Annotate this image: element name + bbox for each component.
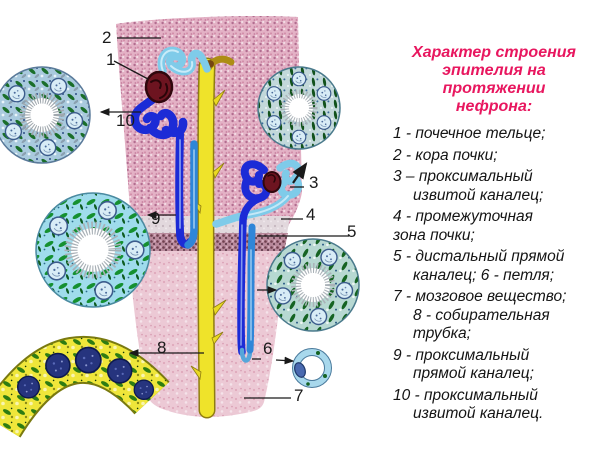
diagram-label-2: 2 [102,28,112,47]
histology-circle-distal-convoluted [257,66,341,150]
diagram-label-4: 4 [306,205,316,224]
legend-title-line: Характер строения [412,44,576,61]
histology-arc-collecting-duct [0,336,170,438]
diagram-label-8: 8 [157,338,167,357]
renal-corpuscle-1 [144,70,174,104]
callout-line-1 [113,60,149,80]
collecting-duct [190,55,235,419]
diagram-label-10: 10 [116,111,135,130]
diagram-label-7: 7 [294,386,304,405]
histology-circle-thin-loop [292,348,332,388]
diagram-label-3: 3 [309,173,319,192]
legend-list: 1 - почечное тельце; 2 - кора почки; 3 –… [393,125,567,422]
callout-lines [99,37,349,399]
legend-title-line: нефрона: [455,98,533,115]
legend-title: Характер строения эпителия на протяжении… [393,44,595,116]
diagram-label-9: 9 [151,209,161,228]
histology-circle-proximal-straight [35,192,151,308]
renal-corpuscle-2 [262,171,282,193]
diagram-label-5: 5 [347,222,357,241]
callout-arrow-3 [292,162,308,184]
legend-title-line: протяжении [442,80,546,97]
callout-arrow-6 [275,356,295,365]
diagram-label-6: 6 [263,339,273,358]
histology-circle-distal-straight [266,238,360,332]
nephron-2 [212,159,303,363]
histology-circle-proximal-convoluted [0,66,91,164]
diagram-label-1: 1 [106,50,116,69]
legend-title-line: эпителия на [442,62,546,79]
legend-panel: Характер строения эпителия на протяжении… [393,44,595,427]
nephron-1 [130,46,211,249]
